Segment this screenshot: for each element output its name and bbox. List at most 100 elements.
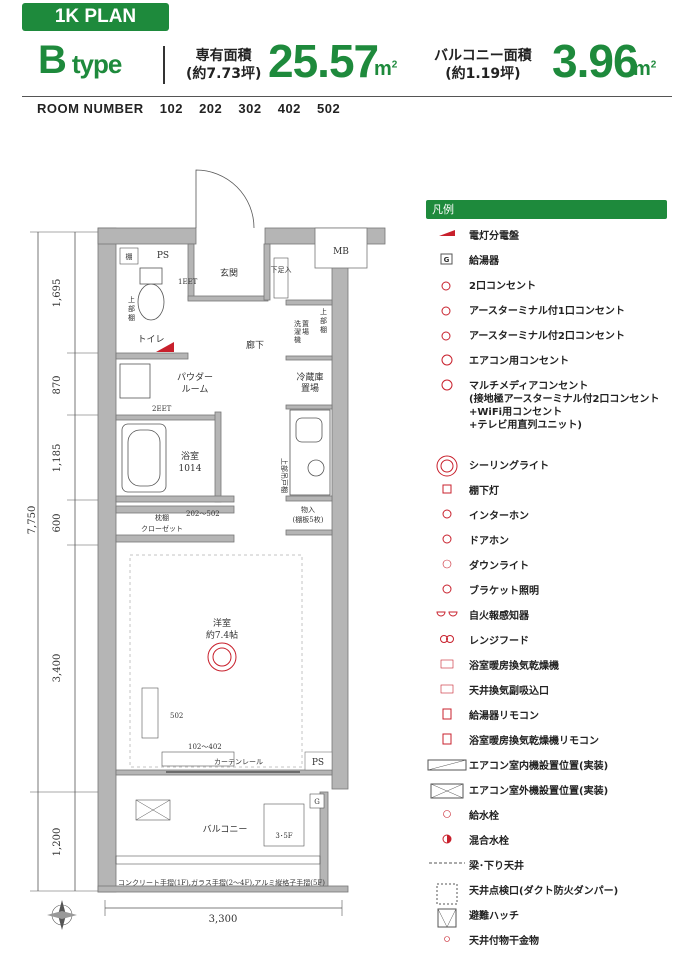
balcony-sub: (約1.19坪) — [445, 66, 521, 82]
intercom-icon — [442, 509, 451, 519]
legend-item: 避難ハッチ — [424, 908, 684, 933]
ac-outlet-icon — [441, 354, 452, 366]
closet-note: 202～502 — [186, 510, 220, 518]
legend-item: ブラケット照明 — [424, 583, 684, 608]
water-heater-icon: G — [440, 253, 452, 265]
legend-item: アースターミナル付1口コンセント — [424, 303, 684, 328]
dim-3400: 3,400 — [52, 654, 63, 683]
washer-text-3: 機 — [294, 335, 301, 344]
dim-1185: 1,185 — [52, 444, 63, 473]
balcony-label: バルコニー — [203, 824, 248, 835]
walls — [97, 227, 386, 893]
legend-item: シーリングライト — [424, 454, 684, 483]
room-number-label: ROOM NUMBER — [37, 101, 144, 116]
balcony-label: バルコニー面積 — [434, 48, 532, 64]
toilet-label: トイレ — [137, 335, 164, 345]
legend-title: 凡例 — [426, 200, 667, 219]
legend-item: 梁･下り天井 — [424, 858, 684, 883]
dim-total: 7,750 — [27, 506, 38, 535]
ps-top-label: PS — [157, 251, 169, 261]
storage-label-1: 物入 — [301, 505, 315, 514]
room-number: 302 — [238, 101, 262, 116]
kitchen-upper-cabinet: 上部吊戸棚 — [280, 458, 289, 493]
washer-text-2: 濯 — [294, 327, 301, 336]
north-compass-icon — [47, 900, 77, 930]
downlight-icon — [442, 559, 451, 569]
plan-tab: 1K PLAN — [22, 3, 169, 31]
header-rule — [22, 96, 672, 97]
hallway-label: 廊下 — [246, 339, 264, 351]
door-phone-icon — [442, 534, 451, 544]
washer-text-1: 洗 — [294, 319, 301, 328]
type-letter: B — [38, 38, 67, 82]
bracket-light-icon — [442, 584, 451, 594]
dim-width: 3,300 — [209, 914, 238, 925]
svg-text:G: G — [443, 256, 449, 264]
hall-upper-3: 棚 — [320, 325, 327, 334]
eet2-label: 2EET — [152, 405, 172, 413]
legend-item: 2口コンセント — [424, 278, 684, 303]
earth-outlet-2-icon — [441, 331, 450, 341]
shelf-label: 棚 — [126, 252, 133, 261]
ac-indoor-icon — [427, 759, 466, 771]
fridge-label-2: 置場 — [301, 382, 319, 394]
dim-870: 870 — [52, 375, 63, 394]
left-dimensions: 1,695 870 1,185 600 3,400 1,200 7,750 — [27, 231, 98, 892]
area-label-block: 専有面積 (約7.73坪) — [186, 47, 261, 83]
dim-1695: 1,695 — [52, 279, 63, 308]
shoe-label: 下足入 — [271, 266, 292, 274]
legend-item: 混合水栓 — [424, 833, 684, 858]
genkan-label: 玄関 — [220, 267, 238, 279]
hall-upper-1: 上 — [320, 307, 327, 316]
balcony-value: 3.96 — [552, 35, 639, 87]
escape-hatch-icon — [437, 908, 456, 928]
legend-item: 天井点検口(ダクト防火ダンパー) — [424, 883, 684, 908]
balcony-label-block: バルコニー面積 (約1.19坪) — [434, 47, 532, 83]
electric-panel-icon — [438, 230, 455, 236]
legend-item: アースターミナル付2口コンセント — [424, 328, 684, 353]
washer-text-4: 置 — [302, 320, 309, 328]
ceiling-light-icon — [436, 455, 457, 477]
toilet-upper-1: 上 — [128, 295, 135, 304]
legend-item: エアコン室外機設置位置(実装) — [424, 783, 684, 808]
curtain-label: カーテンレール — [214, 758, 263, 766]
toilet-upper-3: 棚 — [128, 313, 135, 322]
legend-item: 給湯器リモコン — [424, 708, 684, 733]
fire-alarm-icon — [435, 611, 458, 617]
bath-label-2: 1014 — [179, 464, 202, 474]
multimedia-outlet-icon — [441, 379, 452, 391]
eet1-label: 1EET — [178, 278, 198, 286]
room-number: 402 — [277, 101, 301, 116]
legend-item: インターホン — [424, 508, 684, 533]
fridge-label-1: 冷蔵庫 — [296, 371, 323, 383]
range-hood-icon — [439, 635, 454, 643]
room-number: 502 — [317, 101, 341, 116]
inspection-port-icon — [436, 883, 457, 905]
note-102-402: 102～402 — [188, 743, 222, 751]
powder-label-2: ルーム — [182, 384, 209, 395]
dim-600: 600 — [52, 513, 63, 532]
ps-bottom-label: PS — [312, 758, 324, 768]
bottom-dimension: 3,300 — [104, 900, 343, 925]
mixing-faucet-icon — [442, 834, 451, 844]
western-label-1: 洋室 — [213, 617, 231, 629]
ceiling-vent-icon — [440, 684, 453, 694]
western-label-2: 約7.4帖 — [206, 629, 238, 641]
area-unit: m2 — [374, 58, 398, 80]
type-word: type — [71, 49, 122, 79]
legend-item: マルチメディアコンセント(接地極アースターミナル付2口コンセント+WiFi用コン… — [424, 378, 684, 454]
area-label: 専有面積 — [195, 48, 252, 64]
electric-panel-icon — [156, 342, 174, 352]
legend-item: 天井付物干金物 — [424, 933, 684, 958]
room-number: 202 — [199, 101, 223, 116]
washer-text-5: 場 — [302, 327, 309, 336]
double-outlet-icon — [441, 281, 450, 291]
legend-item: エアコン用コンセント — [424, 353, 684, 378]
closet-shelf-label: 枕棚 — [155, 513, 169, 522]
room-number: 102 — [159, 101, 183, 116]
dim-1200: 1,200 — [52, 828, 63, 857]
area-value: 25.57 — [268, 35, 379, 87]
legend-item: ドアホン — [424, 533, 684, 558]
